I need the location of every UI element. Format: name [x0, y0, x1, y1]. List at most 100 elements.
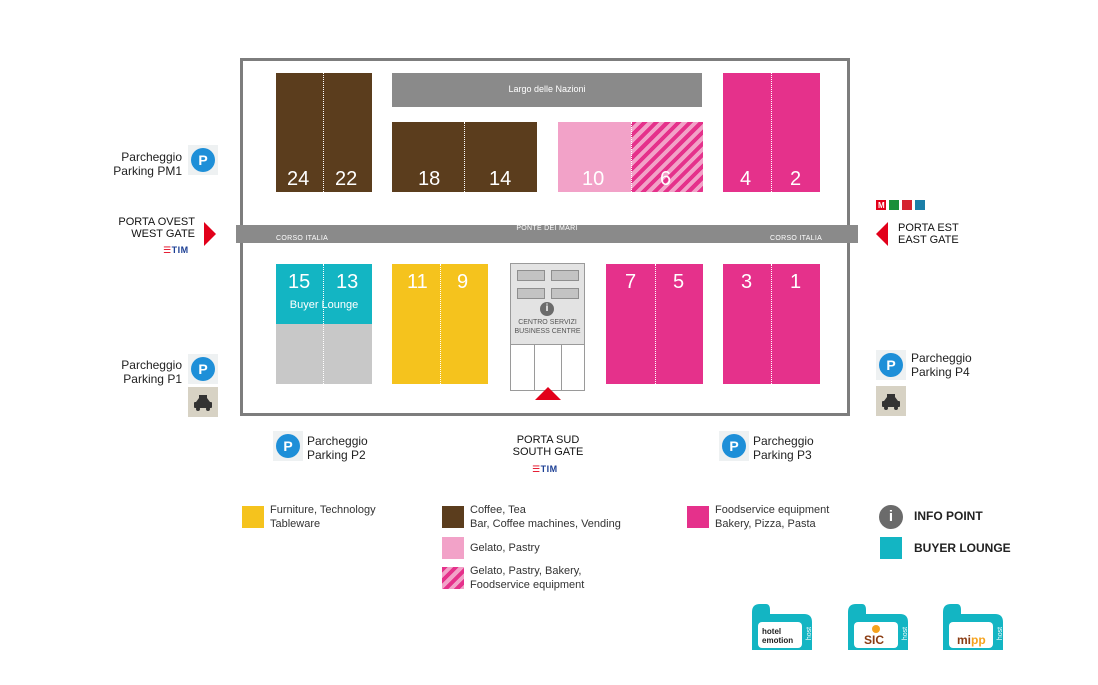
parking-p3-label: Parcheggio Parking P3: [753, 434, 814, 462]
hall-number-15: 15: [288, 271, 311, 293]
transport-icons: M: [876, 200, 925, 210]
logo-emotion-word: emotion: [762, 636, 794, 645]
ponte-dei-mari-road: PONTE DEI MARI CORSO ITALIA CORSO ITALIA: [236, 225, 858, 243]
street-label: Largo delle Nazioni: [508, 84, 586, 94]
hall-4-2[interactable]: 4 2: [723, 73, 820, 192]
hall-divider: [440, 264, 441, 384]
host-logo-shape: [752, 604, 812, 650]
parking-p2-label: Parcheggio Parking P2: [307, 434, 368, 462]
host-logo-shape: [848, 604, 908, 650]
east-gate-label: PORTA EST EAST GATE: [898, 222, 959, 246]
legend-furniture-line1: Furniture, Technology: [270, 504, 376, 516]
room-block: [551, 288, 579, 299]
buyer-lounge-area[interactable]: [276, 264, 372, 324]
hall-number-3: 3: [741, 271, 753, 293]
south-gate-label: PORTA SUD SOUTH GATE: [490, 434, 606, 458]
legend-swatch-foodservice: [687, 506, 709, 528]
service-divider: [561, 344, 562, 391]
hall-divider: [771, 73, 772, 192]
parking-p4-label: Parcheggio Parking P4: [911, 351, 972, 379]
west-gate-arrow-icon: [204, 222, 216, 246]
logo-mi-part: mi: [957, 633, 972, 647]
legend-gelato-mixed: Gelato, Pastry, Bakery, Foodservice equi…: [470, 564, 584, 592]
hall-number-10: 10: [582, 168, 605, 190]
parking-p4-icon[interactable]: P: [879, 353, 903, 377]
hall-number-11: 11: [407, 271, 428, 293]
south-gate-tim-logo: ☰TIM: [532, 464, 558, 474]
hall-divider: [323, 73, 324, 192]
parking-p1-label: Parcheggio Parking P1: [110, 358, 182, 386]
legend-info-point-label: INFO POINT: [914, 509, 983, 523]
room-block: [517, 270, 545, 281]
east-gate-title: PORTA EST: [898, 222, 959, 234]
west-gate-tim-logo: ☰TIM: [163, 245, 189, 255]
parking-p1-subtitle: Parking P1: [123, 372, 182, 386]
west-gate-label: PORTA OVEST WEST GATE: [110, 216, 195, 240]
hotel-emotion-host-logo: hotel emotion host: [752, 604, 818, 650]
hall-number-18: 18: [418, 168, 441, 190]
east-gate-subtitle: EAST GATE: [898, 234, 959, 246]
hall-number-6: 6: [660, 168, 672, 190]
logo-host-word: host: [902, 626, 910, 641]
hall-number-1: 1: [790, 271, 802, 293]
logo-pp-part: pp: [971, 633, 986, 647]
hall-number-9: 9: [457, 271, 469, 293]
taxi-icon: [194, 395, 212, 411]
hall-divider: [323, 264, 324, 384]
west-gate-subtitle: WEST GATE: [131, 228, 195, 240]
sic-host-logo: SIC host: [848, 604, 914, 650]
hall-24-22[interactable]: 24 22: [276, 73, 372, 192]
parking-p2-icon[interactable]: P: [276, 434, 300, 458]
legend-swatch-buyer-lounge: [880, 537, 902, 559]
hall-15-13[interactable]: 15 13 Buyer Lounge: [276, 264, 372, 384]
service-centre-building[interactable]: i CENTRO SERVIZI BUSINESS CENTRE: [510, 263, 585, 391]
hall-number-7: 7: [625, 271, 637, 293]
south-gate-arrow-icon: [535, 387, 561, 400]
hall-number-2: 2: [790, 168, 802, 190]
legend-gelato: Gelato, Pastry: [470, 541, 540, 555]
hall-3-1[interactable]: 3 1: [723, 264, 820, 384]
taxi-stand-west[interactable]: [188, 387, 218, 417]
legend-furniture-line2: Tableware: [270, 518, 321, 530]
service-divider: [534, 344, 535, 391]
parking-p1-title: Parcheggio: [121, 358, 182, 372]
legend-foodservice: Foodservice equipment Bakery, Pizza, Pas…: [715, 503, 829, 531]
legend-gelato-mixed-line2: Foodservice equipment: [470, 579, 585, 591]
hall-number-24: 24: [287, 168, 310, 190]
logo-sic-word: SIC: [864, 633, 885, 647]
parking-pm1-icon[interactable]: P: [191, 148, 215, 172]
legend-swatch-gelato-mixed: [442, 567, 464, 589]
tim-text: TIM: [540, 464, 558, 474]
legend-swatch-furniture: [242, 506, 264, 528]
legend-foodservice-line2: Bakery, Pizza, Pasta: [715, 518, 816, 530]
legend-swatch-gelato: [442, 537, 464, 559]
mipp-host-logo: mipp host: [943, 604, 1009, 650]
legend-gelato-line1: Gelato, Pastry: [470, 542, 540, 554]
south-gate-title: PORTA SUD: [516, 434, 580, 446]
room-block: [551, 270, 579, 281]
service-divider: [511, 344, 584, 345]
hall-7-5[interactable]: 7 5: [606, 264, 703, 384]
hall-number-4: 4: [740, 168, 752, 190]
hall-18-14[interactable]: 18 14: [392, 122, 537, 192]
info-point-icon[interactable]: i: [540, 302, 554, 316]
parking-p3-title: Parcheggio: [753, 434, 814, 448]
hall-11-9[interactable]: 11 9: [392, 264, 488, 384]
hall-6[interactable]: 6: [631, 122, 703, 192]
service-centre-label-it: CENTRO SERVIZI: [518, 319, 577, 326]
hotel-emotion-text: hotel emotion: [762, 627, 793, 645]
host-logo-shape: [943, 604, 1003, 650]
hall-number-14: 14: [489, 168, 512, 190]
hall-10[interactable]: 10: [558, 122, 631, 192]
parking-p3-icon[interactable]: P: [722, 434, 746, 458]
hall-divider: [655, 264, 656, 384]
parking-p1-icon[interactable]: P: [191, 357, 215, 381]
corso-italia-label-right: CORSO ITALIA: [770, 235, 823, 242]
service-centre-label: CENTRO SERVIZI BUSINESS CENTRE: [511, 318, 584, 336]
logo-mipp-word: mipp: [957, 633, 986, 647]
logo-hotel-word: hotel: [762, 627, 782, 636]
parking-p2-subtitle: Parking P2: [307, 448, 366, 462]
logo-host-word: host: [997, 626, 1005, 641]
taxi-stand-east[interactable]: [876, 386, 906, 416]
tim-text: TIM: [171, 245, 189, 255]
